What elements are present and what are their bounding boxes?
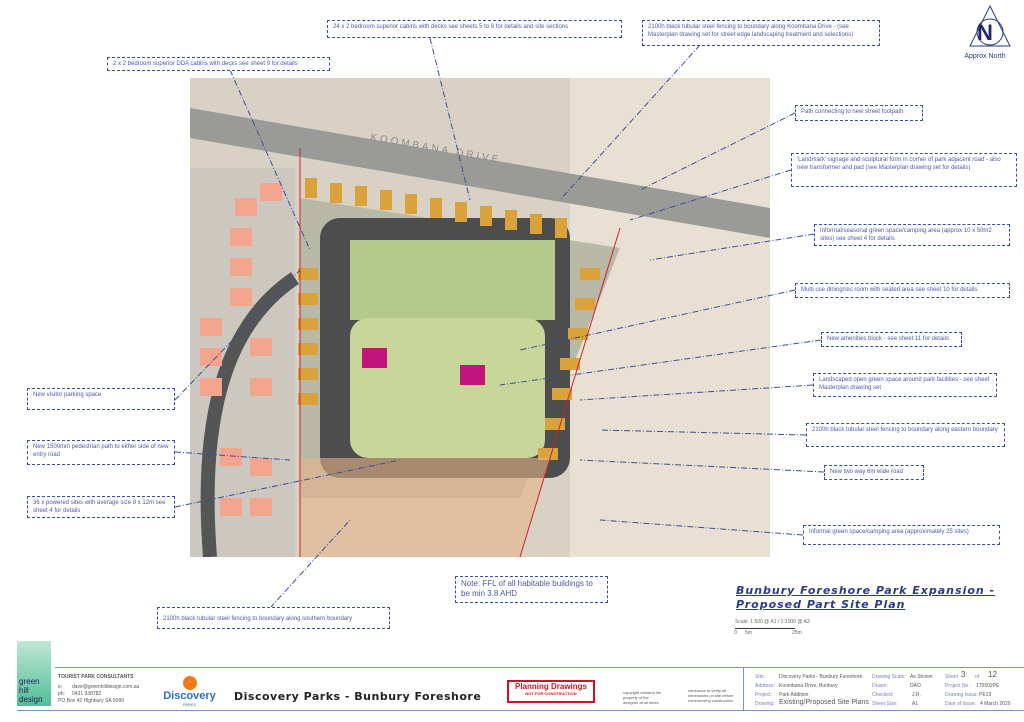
callout-fence-koombana: 2100h black tubular steel fencing to bou… [642, 20, 880, 46]
site-label: Site: [755, 674, 766, 680]
callout-road: New two way 6m wide road [824, 465, 924, 480]
title-line-2: Proposed Part Site Plan [736, 598, 906, 611]
of-value: 12 [988, 670, 997, 679]
callout-ped-path: New 1500mm pedestrian path to either sid… [27, 440, 175, 465]
scale-mark: 5m [745, 630, 752, 636]
phone: 0431 938782 [72, 691, 102, 697]
callout-path: Path connecting to new street footpath [795, 105, 923, 121]
callout-landscaped: Landscaped open green space around park … [813, 373, 997, 397]
title-block-bottom-rule [17, 710, 1024, 711]
drawing-title: Bunbury Foreshore Park Expansion - Propo… [736, 584, 995, 612]
drawn-value: DAO [910, 683, 921, 689]
callout-dda-cabins: 2 x 2 bedroom superior DDA cabins with d… [107, 57, 330, 71]
drawn-label: Drawn: [872, 683, 888, 689]
project-name: Discovery Parks - Bunbury Foreshore [234, 690, 482, 703]
callout-cabins: 24 x 2 bedroom superior cabins with deck… [327, 20, 622, 38]
callout-seasonal: Informal/seasonal green space/camping ar… [814, 224, 1010, 246]
email[interactable]: dave@greenhilldesign.com.au [72, 684, 140, 690]
title-line-1: Bunbury Foreshore Park Expansion - [736, 584, 996, 597]
scale-value: As Shown [910, 674, 933, 680]
project-label: Project: [755, 692, 772, 698]
sheet-value: 3 [961, 670, 966, 679]
stamp-sub: NOT FOR CONSTRUCTION [525, 691, 577, 696]
callout-visitor-parking: New visitor parking space [27, 388, 175, 410]
callout-amenities: New amenities block - see sheet 11 for d… [821, 332, 962, 347]
sheet-label: Sheet [945, 674, 959, 680]
scale-mark: 0 [734, 630, 737, 636]
callout-multi-use: Multi use dining/rec room with seated ar… [795, 283, 1010, 298]
checked-label: Checked: [872, 692, 894, 698]
planning-stamp: Planning Drawings NOT FOR CONSTRUCTION [507, 680, 595, 703]
site-plan-aerial: KOOMBANA DRIVE [190, 78, 770, 557]
email-label: e: [58, 684, 63, 690]
callout-powered-sites: 36 x powered sites with average size 8 x… [27, 496, 175, 518]
callout-landmark: 'Landmark' signage and sculptural form i… [791, 153, 1017, 187]
issue-label: Drawing Issue: [945, 692, 979, 698]
address-value: Koombana Drive, Bunbury [779, 683, 838, 689]
consultants-label: TOURIST PARK CONSULTANTS [58, 674, 134, 680]
phone-label: ph: [58, 691, 65, 697]
north-arrow-icon [969, 4, 1011, 47]
site-value: Discovery Parks - Bunbury Foreshore [779, 674, 863, 680]
date-value: 4 March 2020 [980, 701, 1011, 707]
north-arrow: N Approx North [963, 4, 1017, 68]
postal-address: PO Box 42 Highbury SA 5089 [58, 698, 124, 704]
title-block-top-rule [55, 667, 1024, 668]
contractor-note: contractor to verify all dimensions on s… [688, 688, 734, 703]
scale-bar [735, 628, 795, 629]
checked-value: J.R. [912, 692, 921, 698]
callout-fence-east: 2100h black tubular steel fencing to bou… [806, 423, 1005, 447]
projno-value: 170502PE [976, 683, 1000, 689]
ffl-note: Note: FFL of all habitable buildings to … [455, 576, 608, 603]
north-label: Approx North [964, 53, 1006, 60]
callout-fence-south: 2100h black tubular steel fencing to bou… [157, 607, 390, 629]
projno-label: Project No.: [945, 683, 972, 689]
green-hill-logo: green hill design [17, 641, 51, 706]
date-label: Date of Issue: [945, 701, 976, 707]
size-label: Sheet Size: [872, 701, 898, 707]
scale-label: Drawing Scale: [872, 674, 906, 680]
scale-text: Scale: 1:500 @ A1 / 1:1000 @ A3 [735, 619, 810, 625]
discovery-logo: Discovery PARKS [162, 676, 217, 707]
project-value: Park Addition [779, 692, 809, 698]
client-logo-sub: PARKS [182, 702, 197, 707]
copyright-note: copyright remains the property of the de… [623, 690, 662, 705]
logo-text: green hill design [19, 677, 43, 704]
address-label: Address: [755, 683, 775, 689]
callout-informal-green: Informal green space/camping area (appro… [803, 525, 1000, 545]
north-letter: N [977, 20, 993, 45]
issue-value: PE19 [979, 692, 992, 698]
client-logo-text: Discovery [163, 690, 216, 702]
stamp-title: Planning Drawings [514, 682, 587, 691]
scale-mark: 25m [792, 630, 802, 636]
drawing-label: Drawing: [755, 701, 775, 707]
drawing-value: Existing/Proposed Site Plans [779, 699, 869, 706]
title-block-divider [743, 667, 744, 710]
of-label: of [975, 674, 980, 680]
size-value: A1 [912, 701, 919, 707]
